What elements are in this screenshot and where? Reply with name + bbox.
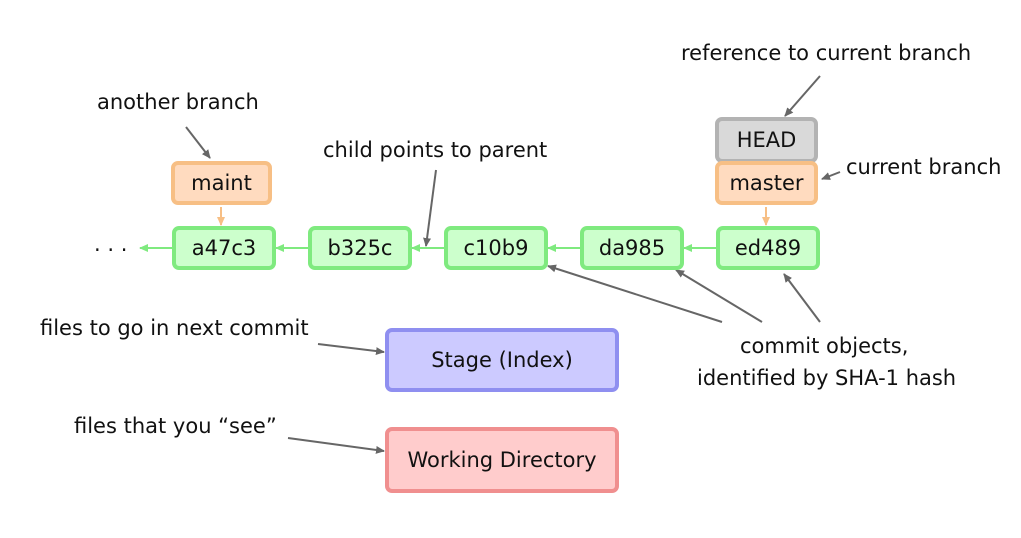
commit-objects-label-line1: commit objects, bbox=[740, 334, 909, 358]
working-label-arrow bbox=[287, 437, 385, 454]
head-ref-box: HEAD bbox=[715, 117, 818, 163]
another-branch-label: another branch bbox=[97, 90, 259, 114]
child-parent-arrow bbox=[423, 169, 437, 247]
stage-index-box: Stage (Index) bbox=[385, 328, 619, 392]
current-branch-arrow bbox=[821, 171, 841, 180]
commit-c10b9: c10b9 bbox=[444, 226, 548, 270]
reference-label-arrow bbox=[784, 75, 821, 117]
files-you-see-label: files that you “see” bbox=[74, 414, 277, 438]
commit-objects-to-c10b9-arrow bbox=[547, 264, 723, 323]
commit-da985: da985 bbox=[580, 226, 684, 270]
child-points-to-parent-label: child points to parent bbox=[323, 138, 548, 162]
commit-ed489: ed489 bbox=[716, 226, 820, 270]
commit-objects-to-da985-arrow bbox=[675, 269, 763, 323]
master-branch-box: master bbox=[715, 161, 818, 205]
files-next-commit-label: files to go in next commit bbox=[40, 316, 309, 340]
working-directory-box: Working Directory bbox=[385, 427, 619, 493]
another-branch-arrow bbox=[185, 126, 211, 159]
commit-b325c: b325c bbox=[308, 226, 412, 270]
maint-branch-box: maint bbox=[171, 161, 272, 205]
stage-label-arrow bbox=[317, 343, 385, 356]
ellipsis-label: . . . bbox=[94, 232, 128, 256]
commit-a47c3: a47c3 bbox=[172, 226, 276, 270]
commit-objects-label-line2: identified by SHA-1 hash bbox=[697, 366, 957, 390]
reference-to-current-branch-label: reference to current branch bbox=[681, 41, 972, 65]
commit-objects-to-ed489-arrow bbox=[783, 273, 821, 323]
current-branch-label: current branch bbox=[846, 155, 1002, 179]
